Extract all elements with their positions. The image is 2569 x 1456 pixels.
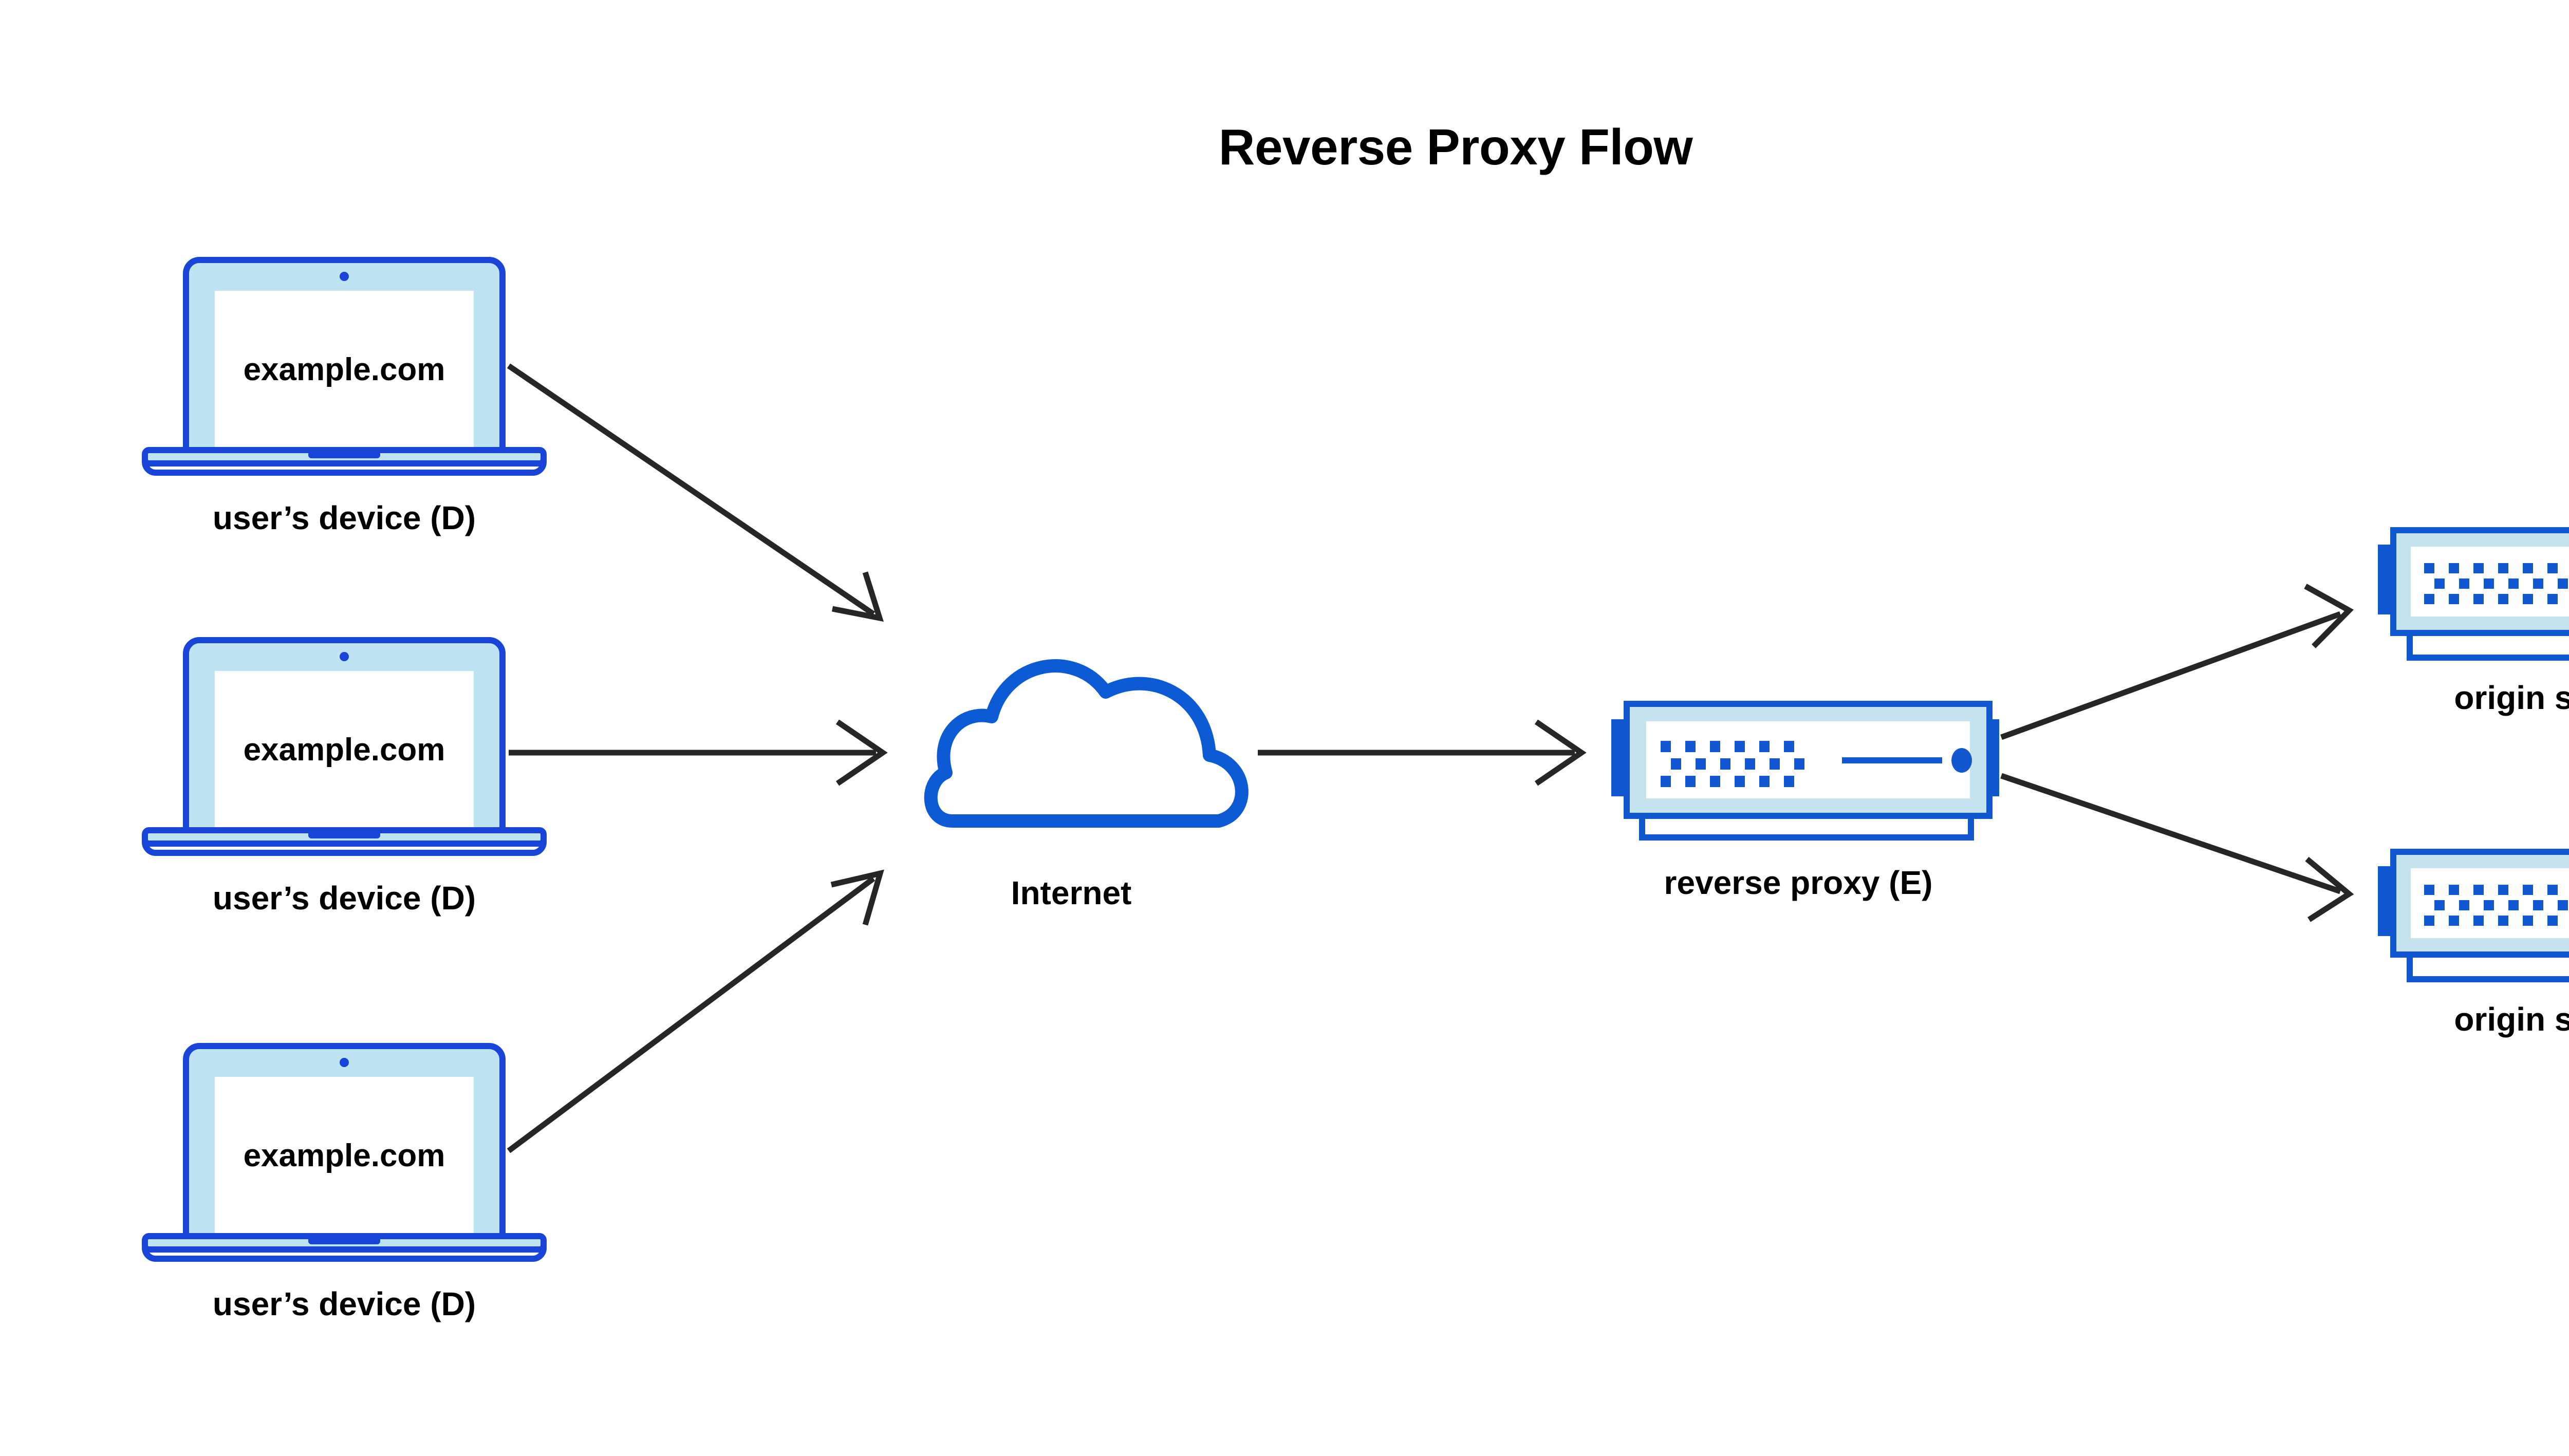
laptop-trackpad-notch xyxy=(308,451,380,458)
arrowhead-icon xyxy=(830,869,884,926)
laptop-screen xyxy=(215,1077,474,1240)
laptop-trackpad-notch xyxy=(308,1237,380,1244)
edge-line xyxy=(507,363,876,617)
edge-line xyxy=(2000,611,2341,740)
device-node-1[interactable]: example.com user’s device (D) xyxy=(142,257,547,536)
arrowhead-icon xyxy=(1534,719,1587,786)
arrowhead-icon xyxy=(2305,856,2354,922)
device-label: user’s device (D) xyxy=(213,880,476,917)
internet-label: Internet xyxy=(1011,874,1132,911)
arrowhead-icon xyxy=(2304,584,2354,648)
arrowhead-icon xyxy=(835,719,888,786)
webcam-icon xyxy=(340,652,349,661)
device-screen-text: example.com xyxy=(244,732,445,768)
internet-node[interactable]: Internet xyxy=(924,659,1249,911)
arrowhead-icon xyxy=(831,571,884,622)
origin-server-label: origin server (F) xyxy=(2454,1001,2569,1038)
origin-server-node-1[interactable]: origin server (F) xyxy=(2378,527,2569,716)
device-screen-text: example.com xyxy=(244,1138,445,1173)
edge-line xyxy=(2000,773,2341,894)
device-node-2[interactable]: example.com user’s device (D) xyxy=(142,637,547,917)
webcam-icon xyxy=(340,272,349,281)
webcam-icon xyxy=(340,1058,349,1067)
edge-proxy-origin1 xyxy=(2000,584,2354,740)
device-screen-text: example.com xyxy=(244,352,445,387)
origin-server-node-2[interactable]: origin server (F) xyxy=(2378,849,2569,1038)
page-title: Reverse Proxy Flow xyxy=(1219,119,1693,175)
reverse-proxy-node[interactable]: reverse proxy (E) xyxy=(1611,701,1999,901)
edge-proxy-origin2 xyxy=(2000,773,2354,922)
edge-internet-proxy xyxy=(1258,719,1587,786)
server-led-icon xyxy=(1951,748,1972,773)
device-label: user’s device (D) xyxy=(213,1285,476,1322)
reverse-proxy-label: reverse proxy (E) xyxy=(1664,864,1933,901)
server-port-grid xyxy=(1661,741,1804,787)
edge-device1-internet xyxy=(507,363,884,622)
laptop-screen xyxy=(215,671,474,834)
device-label: user’s device (D) xyxy=(213,499,476,536)
edge-line xyxy=(507,876,876,1153)
server-port-grid xyxy=(2424,885,2568,926)
edge-device2-internet xyxy=(509,719,888,786)
laptop-screen xyxy=(215,291,474,454)
cloud-icon xyxy=(924,659,1249,828)
laptop-trackpad-notch xyxy=(308,831,380,838)
server-port-grid xyxy=(2424,563,2568,604)
origin-server-label: origin server (F) xyxy=(2454,679,2569,716)
device-node-3[interactable]: example.com user’s device (D) xyxy=(142,1043,547,1322)
edge-device3-internet xyxy=(507,869,884,1153)
